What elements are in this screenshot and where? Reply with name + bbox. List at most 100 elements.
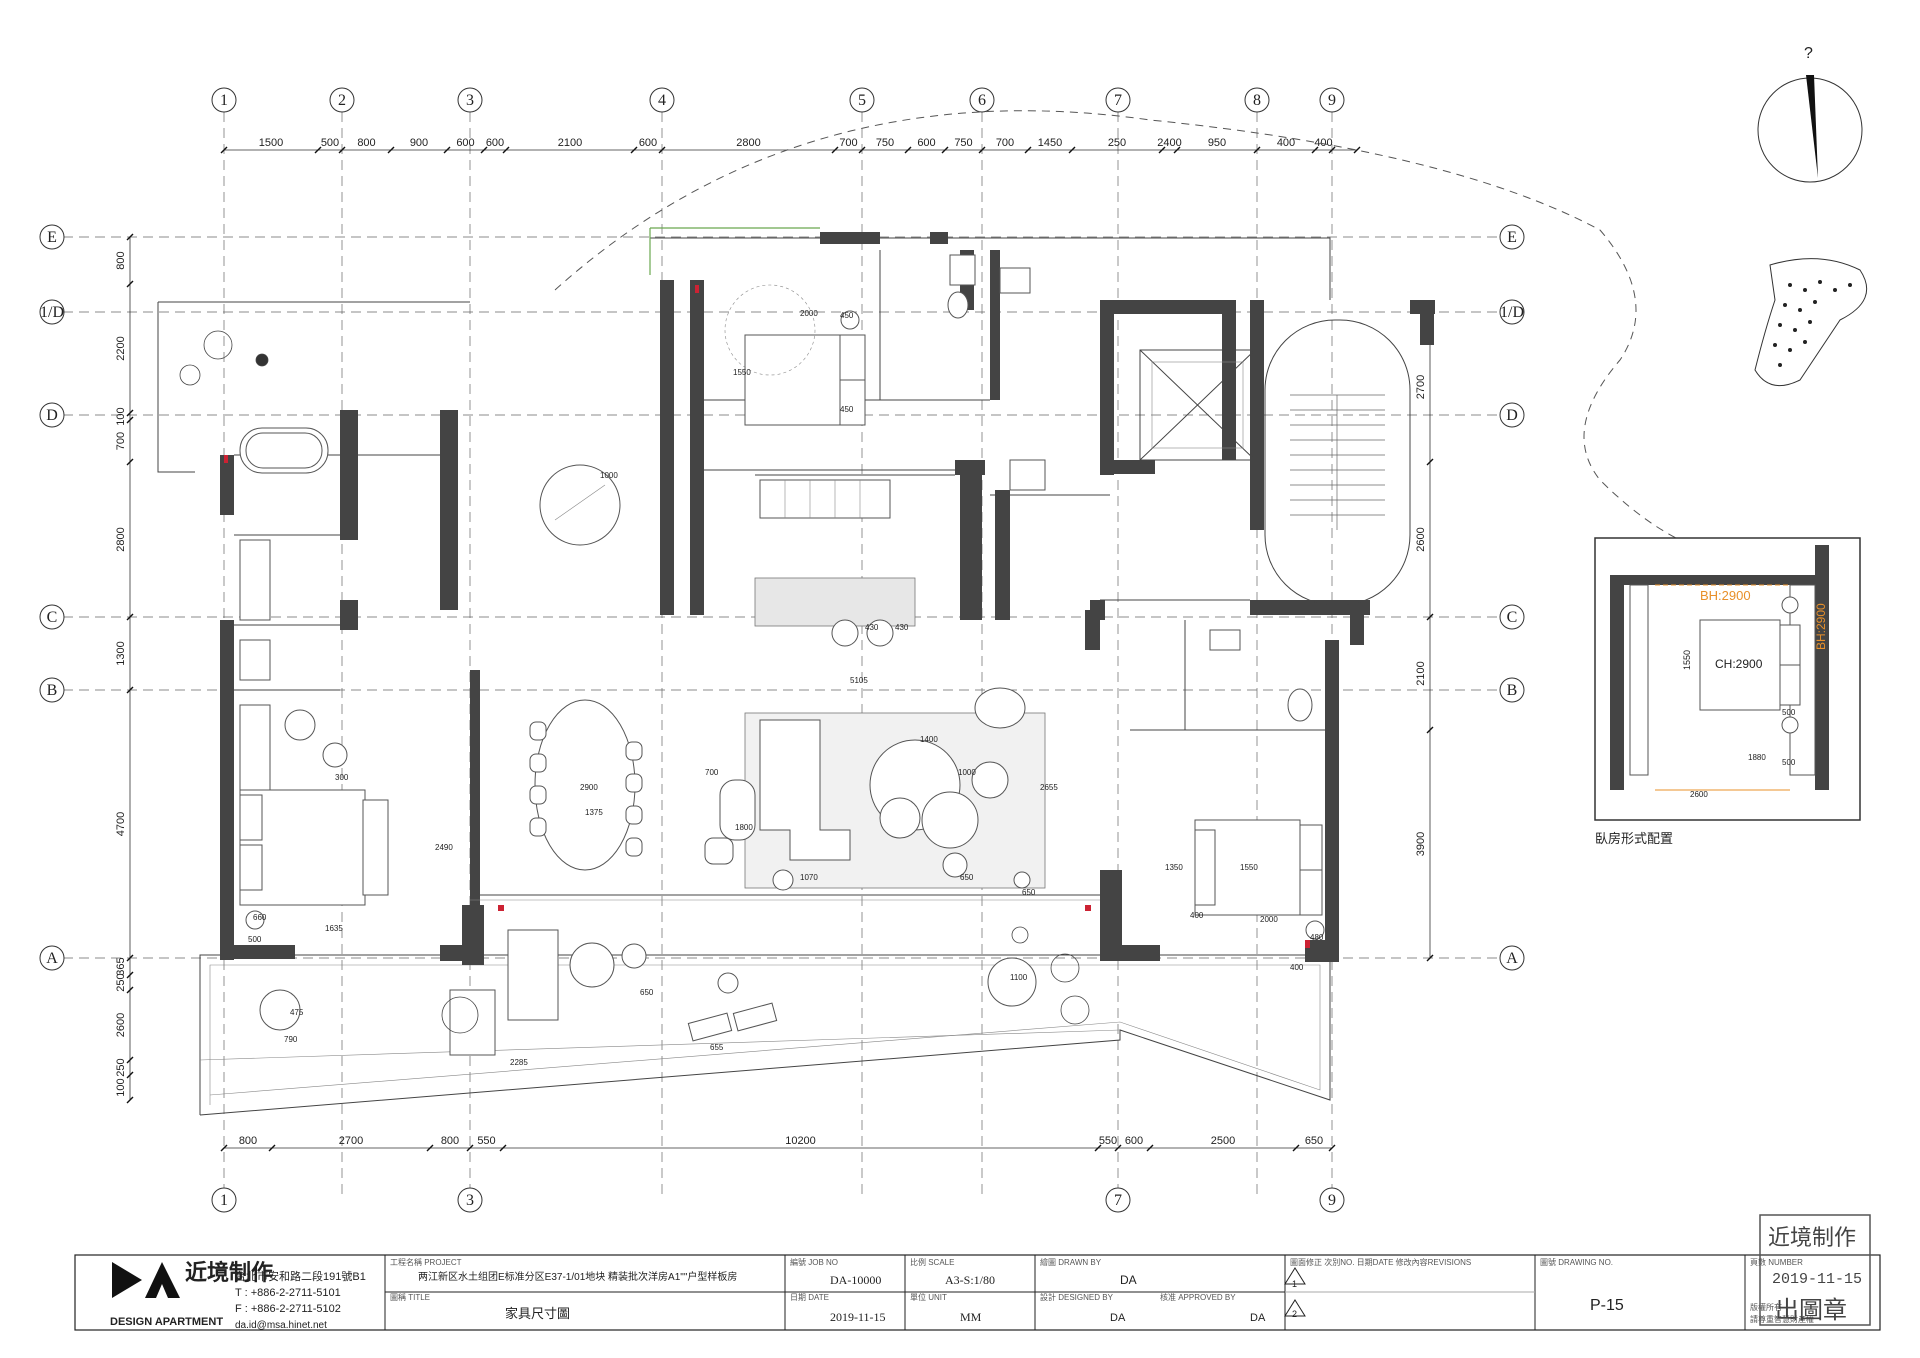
axis-top-9: 9 [1328, 92, 1336, 109]
furniture-dim-4: 1000 [600, 471, 618, 480]
axis-right-0: E [1507, 229, 1517, 246]
furniture-dim-9: 1400 [920, 735, 938, 744]
axis-right-5: A [1506, 950, 1518, 967]
furniture-dim-25: 480 [1310, 933, 1324, 942]
dim-top-6: 2100 [558, 137, 582, 149]
furniture-dim-29: 650 [640, 988, 654, 997]
dim-left-1: 2200 [115, 336, 127, 360]
axis-right-3: C [1507, 609, 1518, 626]
designed-label: 設計 DESIGNED BY [1040, 1292, 1114, 1302]
inset-label-bh-right: BH:2900 [1814, 603, 1828, 650]
dim-right-3: 3900 [1415, 832, 1427, 856]
axis-bottom-3-circle [457, 1187, 483, 1213]
axis-bottom-3: 3 [466, 1192, 474, 1209]
stamp-top: 近境制作 [1768, 1225, 1856, 1250]
tel: T : +886-2-2711-5101 [235, 1287, 341, 1299]
axis-top-8: 8 [1253, 92, 1261, 109]
dim-left-5: 1300 [115, 641, 127, 665]
stamp-date: 2019-11-15 [1772, 1271, 1862, 1288]
axis-top-8-circle [1244, 87, 1270, 113]
axis-left-0: E [47, 229, 57, 246]
dimension-string-left: 8002200100700280013004700365250260025010… [115, 233, 134, 1104]
axis-left-4-circle [39, 677, 65, 703]
dim-top-12: 750 [954, 137, 972, 149]
furniture-dim-8: 1375 [585, 808, 603, 817]
inset-label-ch: CH:2900 [1715, 657, 1763, 671]
dim-top-8: 2800 [736, 137, 760, 149]
dim-bottom-8: 650 [1305, 1135, 1323, 1147]
title-block-text: 近境制作 DESIGN APARTMENT 台北市安和路二段191號B1 T :… [110, 1225, 1862, 1331]
axis-top-2: 2 [338, 92, 346, 109]
axis-left-1-circle [39, 299, 65, 325]
inset-bedroom-plan: BH:2900 CH:2900 BH:2900 1550 500 500 188… [1594, 537, 1861, 821]
dim-top-18: 400 [1277, 137, 1295, 149]
dim-right-1: 2600 [1415, 527, 1427, 551]
axis-right-4-circle [1499, 677, 1525, 703]
dim-left-3: 700 [115, 432, 127, 450]
dim-left-4: 2800 [115, 527, 127, 551]
axis-top-5-circle [849, 87, 875, 113]
furniture-dim-19: 500 [248, 935, 262, 944]
axis-top-9-circle [1319, 87, 1345, 113]
axis-left-5: A [46, 950, 58, 967]
accents [224, 227, 1310, 948]
date-value: 2019-11-15 [830, 1310, 886, 1324]
furniture-dim-15: 650 [1022, 888, 1036, 897]
dim-bottom-2: 800 [441, 1135, 459, 1147]
furniture-dim-33: 430 [895, 623, 909, 632]
axis-top-3: 3 [466, 92, 474, 109]
west-bedroom-bed [239, 704, 389, 930]
approved-value: DA [1250, 1312, 1266, 1324]
company-name-cn: 近境制作 [185, 1260, 273, 1285]
axis-top-2-circle [329, 87, 355, 113]
unit-value: MM [960, 1310, 982, 1324]
furniture-dim-13: 1070 [800, 873, 818, 882]
axis-bottom-7: 7 [1114, 1192, 1122, 1209]
furniture-dim-34: 400 [1290, 963, 1304, 972]
furniture-dim-0: 450 [840, 311, 854, 320]
revision-1: 1 [1292, 1279, 1297, 1289]
axis-left-3: C [47, 609, 58, 626]
inset-dim-3: 1880 [1748, 753, 1766, 762]
scale-value: A3-S:1/80 [945, 1273, 995, 1287]
title-label: 圖稱 TITLE [390, 1292, 430, 1302]
living-room-furniture [704, 687, 1046, 891]
furniture-dim-10: 1000 [958, 768, 976, 777]
furniture-dim-27: 475 [290, 1008, 304, 1017]
title-value: 家具尺寸圖 [505, 1306, 570, 1321]
axis-bottom-9: 9 [1328, 1192, 1336, 1209]
walls [220, 232, 1435, 965]
axis-right-2-circle [1499, 402, 1525, 428]
scale-label: 比例 SCALE [910, 1257, 954, 1267]
drawing-label: 圖號 DRAWING NO. [1540, 1257, 1613, 1267]
dim-top-15: 250 [1108, 137, 1126, 149]
dim-left-2: 100 [115, 407, 127, 425]
company-name-en: DESIGN APARTMENT [110, 1316, 223, 1328]
furniture-dim-21: 1350 [1165, 863, 1183, 872]
dim-left-9: 2600 [115, 1013, 127, 1037]
inset-dim-2: 500 [1782, 758, 1796, 767]
furniture-dim-16: 1635 [325, 924, 343, 933]
furniture-dim-7: 2900 [580, 783, 598, 792]
site-boundary-dashed [554, 110, 1681, 541]
dim-bottom-4: 10200 [785, 1135, 816, 1147]
dim-top-0: 1500 [259, 137, 283, 149]
dim-bottom-5: 550 [1099, 1135, 1117, 1147]
dim-left-10: 250 [115, 1058, 127, 1076]
axis-left-4: B [47, 682, 58, 699]
sheet-label: 頁數 NUMBER [1750, 1257, 1803, 1267]
revision-2: 2 [1292, 1309, 1297, 1319]
east-bedroom-bed [1194, 819, 1325, 940]
axis-left-0-circle [39, 224, 65, 250]
dim-top-16: 2400 [1157, 137, 1181, 149]
north-arrow: ? [1757, 45, 1863, 183]
dim-top-2: 800 [357, 137, 375, 149]
axis-top-3-circle [457, 87, 483, 113]
axis-bottom-7-circle [1105, 1187, 1131, 1213]
dim-left-7: 365 [115, 957, 127, 975]
dim-top-14: 1450 [1038, 137, 1062, 149]
dim-top-17: 950 [1208, 137, 1226, 149]
stamp-bottom: 出圖章 [1775, 1297, 1847, 1324]
